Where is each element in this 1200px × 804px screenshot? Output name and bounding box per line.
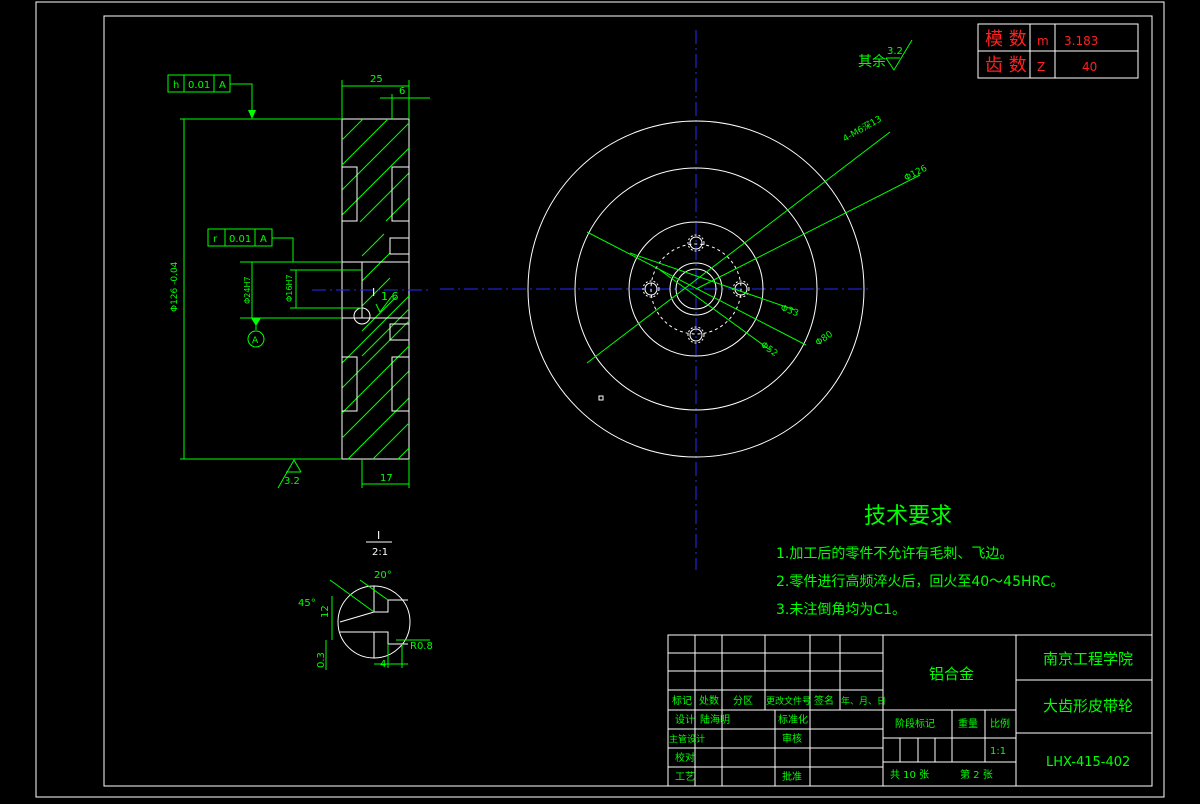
- detail-title: I: [377, 529, 380, 542]
- tol-mid-datum: A: [260, 234, 267, 245]
- tb-school: 南京工程学院: [1043, 650, 1133, 668]
- roughness-inner-value: 1.6: [381, 290, 399, 303]
- tech-req-item-3: 3.未注倒角均为C1。: [776, 602, 906, 618]
- tol-top-symbol: h: [173, 80, 179, 91]
- tb-role-check: 校对: [675, 751, 695, 764]
- gear-table-symbol-z: Z: [1037, 60, 1045, 74]
- tb-scale-label: 比例: [990, 717, 1010, 730]
- dim-holes: 4-M6深13: [841, 114, 884, 145]
- tol-top-value: 0.01: [188, 80, 210, 91]
- tb-sheets-total: 共 10 张: [890, 769, 929, 781]
- gear-table: 模 数 m 3.183 齿 数 Z 40: [977, 23, 1139, 79]
- detail-radius: R0.8: [410, 641, 433, 652]
- gear-table-value-teeth: 40: [1082, 60, 1097, 74]
- title-block: 标记 处数 分区 更改文件号 签名 年、月、日 设计 陆海明 标准化 主管设计 …: [667, 634, 1153, 787]
- tb-drawing-no: LHX-415-402: [1046, 755, 1130, 770]
- detail-dim-03: 0.3: [316, 652, 327, 668]
- tb-role-approve: 批准: [782, 770, 802, 783]
- tb-role-process: 工艺: [675, 771, 695, 783]
- detail-scale: 2:1: [372, 547, 388, 558]
- tol-mid-value: 0.01: [229, 234, 251, 245]
- dim-width: 25: [370, 74, 383, 85]
- datum-a-label: A: [252, 336, 259, 346]
- tb-scale: 1:1: [990, 746, 1006, 757]
- tb-material: 铝合金: [929, 665, 974, 683]
- dim-126-front: Φ126: [903, 164, 929, 184]
- detail-angle-45: 45°: [298, 598, 316, 609]
- tol-top-datum: A: [219, 80, 226, 91]
- dim-bore-1: Φ24H7: [243, 276, 252, 304]
- tb-designer: 陆海明: [700, 713, 730, 726]
- tol-mid-symbol: r: [213, 234, 218, 245]
- tb-header-change: 更改文件号: [766, 695, 811, 707]
- roughness-bottom-value: 3.2: [284, 476, 300, 487]
- dim-bottom: 17: [380, 473, 393, 484]
- detail-dim-12: 12: [320, 605, 331, 618]
- tb-weight: 重量: [958, 717, 978, 730]
- tb-header-sign: 签名: [814, 694, 834, 707]
- tb-role-review: 审核: [782, 732, 802, 745]
- tb-header-count: 处数: [699, 694, 719, 707]
- tech-req-item-2: 2.零件进行高频淬火后，回火至40～45HRC。: [776, 573, 1064, 590]
- dim-outer-dia: Φ126 -0.04: [170, 261, 180, 312]
- tech-req-item-1: 1.加工后的零件不允许有毛刺、飞边。: [776, 546, 1013, 562]
- section-view: I 1.6 25 6 Φ126 -0.04 Φ24H7 Φ16H7 A: [167, 74, 430, 489]
- tech-req-title: 技术要求: [864, 504, 952, 529]
- tb-role-std: 标准化: [778, 713, 808, 726]
- gear-table-label-module: 模 数: [985, 29, 1027, 50]
- dim-small: 6: [399, 86, 405, 97]
- dim-52: Φ52: [758, 340, 779, 359]
- tb-role-design: 设计: [675, 713, 695, 726]
- dim-33: Φ33: [779, 303, 800, 319]
- detail-marker-label: I: [372, 286, 375, 299]
- detail-dim-4: 4: [380, 659, 386, 670]
- dim-bore-2: Φ16H7: [285, 274, 294, 302]
- detail-view: I 2:1 20° 45° 12 0.3 4 R0.8: [298, 529, 433, 670]
- roughness-note: 其余 3.2: [858, 39, 913, 71]
- detail-angle-20: 20°: [374, 570, 392, 581]
- dim-80: Φ80: [814, 329, 835, 348]
- tb-sheet-no: 第 2 张: [960, 768, 993, 781]
- roughness-note-label: 其余: [858, 53, 886, 70]
- tb-role-chief: 主管设计: [669, 733, 705, 745]
- roughness-note-value: 3.2: [887, 46, 903, 57]
- tb-part-name: 大齿形皮带轮: [1043, 697, 1133, 715]
- tb-header-mark: 标记: [672, 695, 692, 707]
- tb-stage: 阶段标记: [895, 717, 935, 730]
- gear-table-symbol-m: m: [1037, 34, 1049, 48]
- tb-header-date: 年、月、日: [841, 695, 886, 707]
- outer-frame: [35, 1, 1165, 798]
- inner-frame: [103, 15, 1153, 787]
- tb-header-zone: 分区: [733, 695, 753, 707]
- gear-table-label-teeth: 齿 数: [985, 55, 1027, 76]
- front-view: 4-M6深13 Φ126 Φ33 Φ52 Φ80: [440, 30, 929, 570]
- tech-requirements: 技术要求 1.加工后的零件不允许有毛刺、飞边。 2.零件进行高频淬火后，回火至4…: [776, 504, 1064, 618]
- gear-table-value-module: 3.183: [1064, 34, 1098, 48]
